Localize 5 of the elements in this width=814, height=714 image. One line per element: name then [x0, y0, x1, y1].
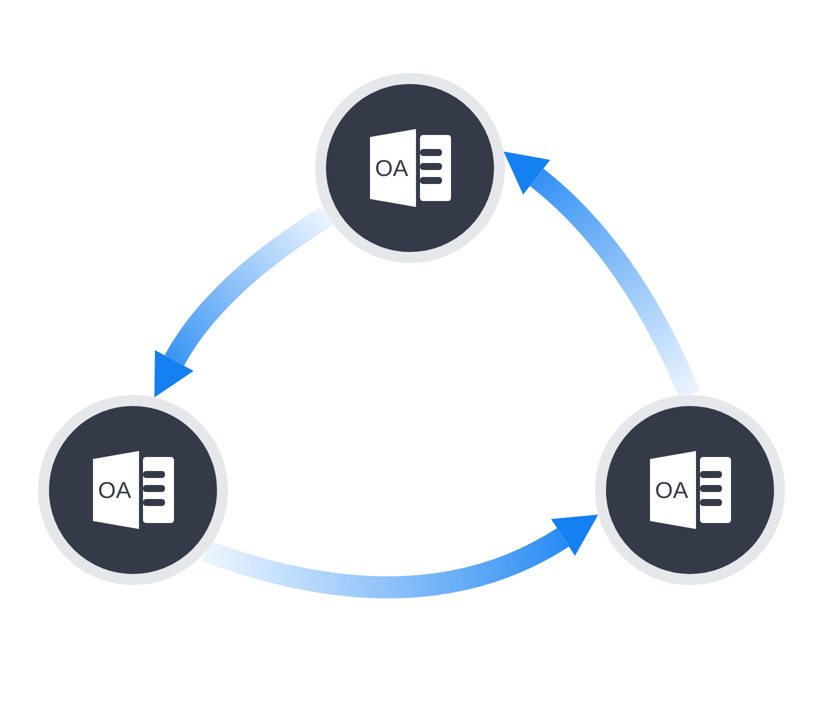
curved-arrow	[153, 206, 334, 397]
node-label: OA	[655, 479, 688, 502]
node-label: OA	[375, 157, 408, 180]
curved-arrow	[202, 516, 600, 598]
node-label: OA	[98, 479, 132, 502]
